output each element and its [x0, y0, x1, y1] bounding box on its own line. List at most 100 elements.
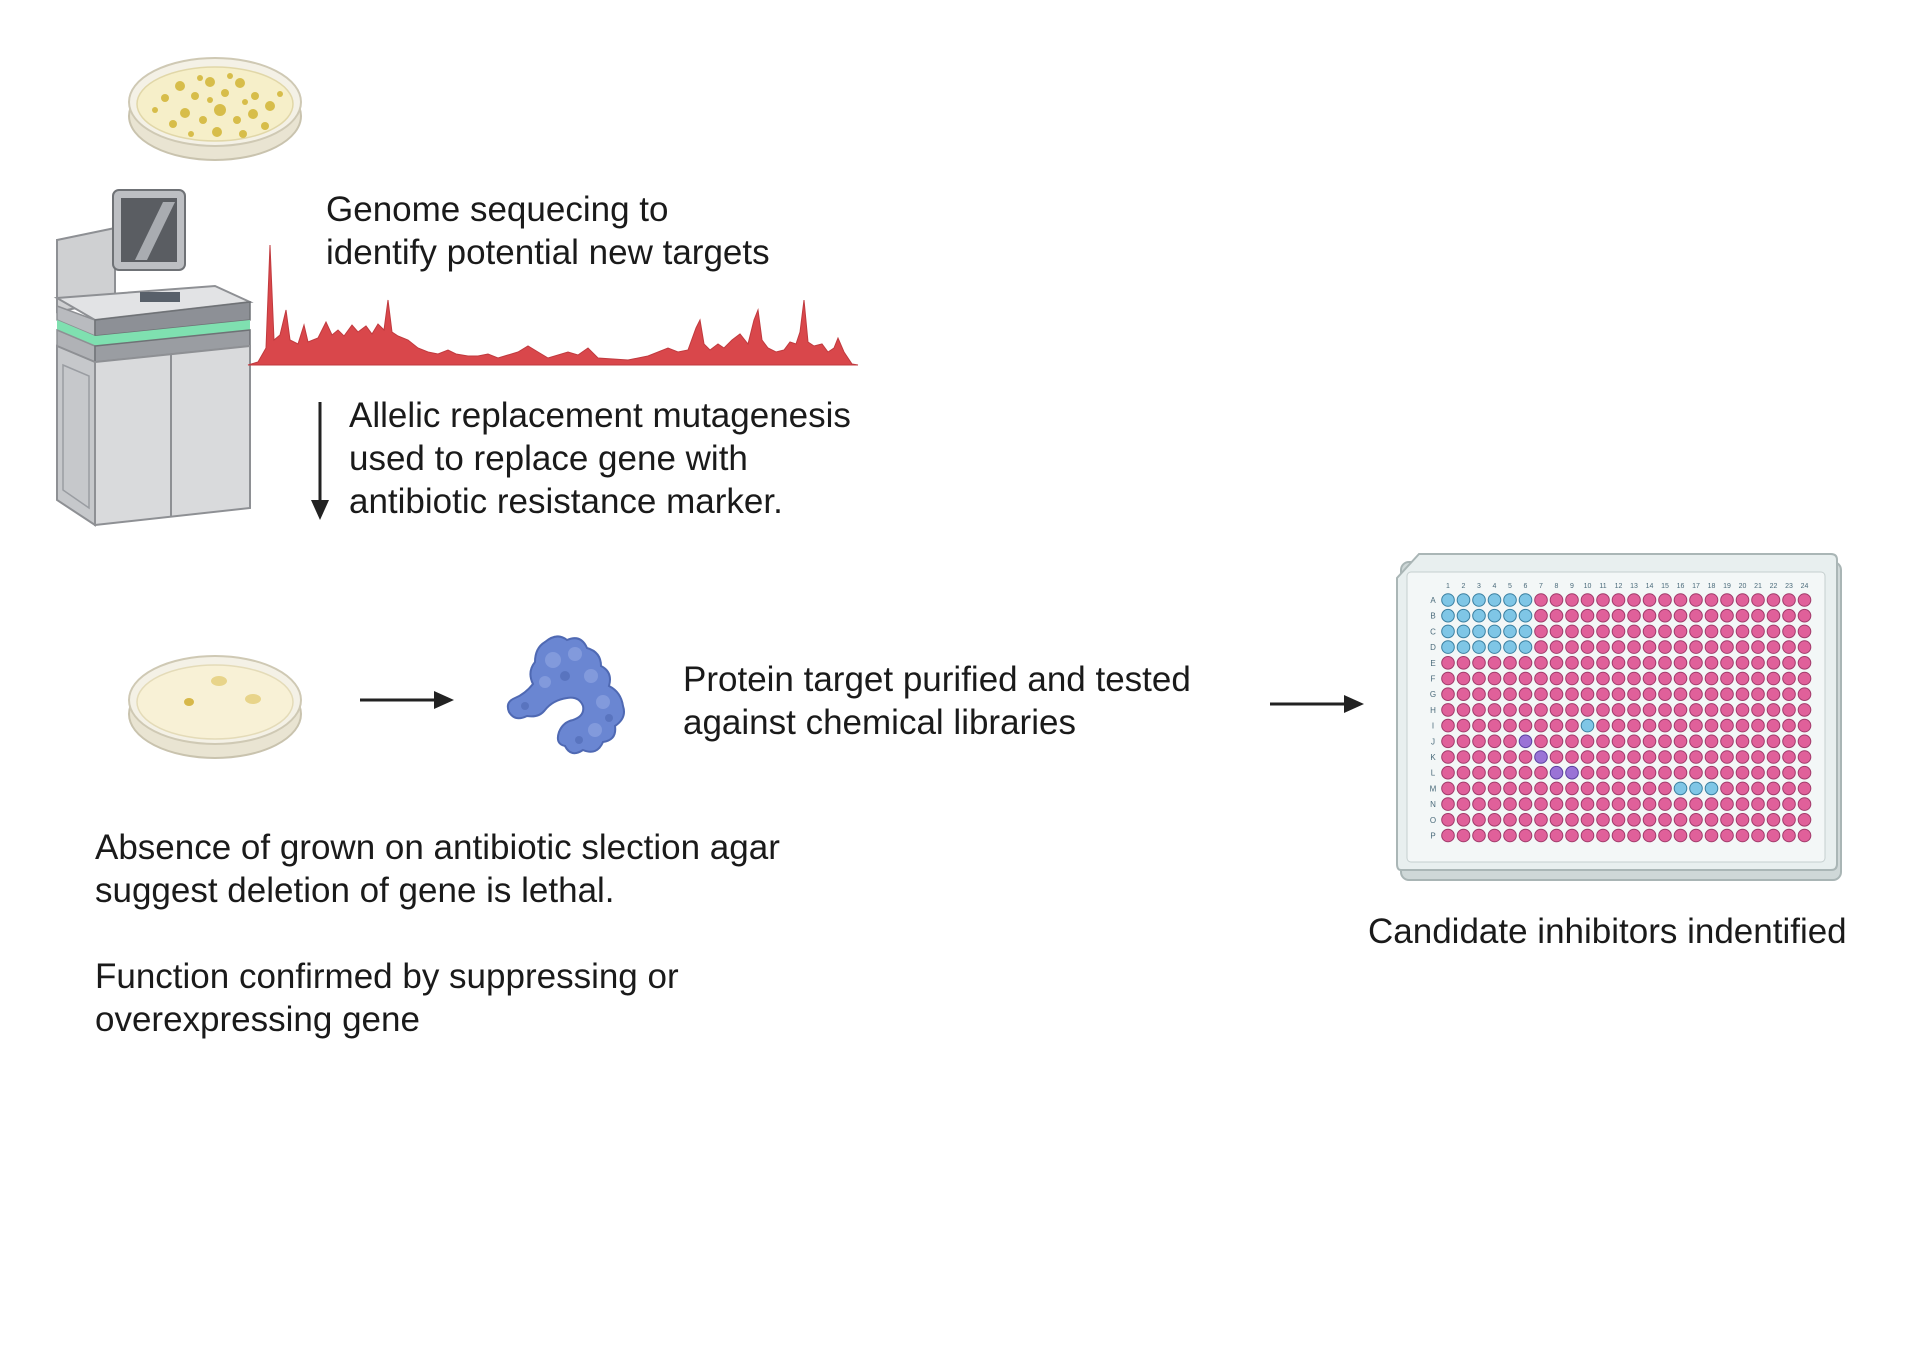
plate-well — [1456, 656, 1471, 670]
plate-well — [1689, 734, 1703, 749]
plate-well — [1658, 703, 1672, 717]
plate-well — [1689, 640, 1703, 654]
plate-well — [1751, 703, 1765, 717]
plate-well — [1456, 608, 1471, 623]
plate-well — [1611, 640, 1626, 654]
plate-well — [1456, 813, 1471, 827]
plate-column-label: 20 — [1739, 583, 1747, 590]
plate-well — [1580, 718, 1595, 733]
plate-well — [1565, 640, 1579, 654]
plate-well — [1751, 624, 1765, 639]
plate-well — [1658, 608, 1672, 623]
label-line: suggest deletion of gene is lethal. — [95, 871, 615, 910]
plate-well — [1534, 797, 1548, 811]
plate-well — [1689, 671, 1703, 686]
plate-well — [1549, 813, 1564, 827]
plate-well — [1549, 671, 1564, 686]
plate-column-label: 18 — [1708, 583, 1716, 590]
label-line: Candidate inhibitors indentified — [1368, 912, 1847, 951]
plate-well — [1642, 608, 1657, 623]
plate-well — [1456, 765, 1471, 780]
plate-well — [1735, 828, 1750, 843]
plate-well — [1580, 813, 1595, 827]
plate-well — [1441, 765, 1455, 780]
plate-column-label: 11 — [1599, 583, 1606, 590]
plate-well — [1503, 765, 1517, 780]
plate-column-label: 6 — [1524, 583, 1528, 590]
plate-well — [1534, 624, 1548, 639]
plate-well — [1472, 640, 1486, 654]
plate-well — [1797, 703, 1812, 717]
plate-well — [1782, 671, 1796, 686]
plate-well — [1689, 718, 1703, 733]
plate-well — [1627, 813, 1641, 827]
label-line: against chemical libraries — [683, 703, 1076, 742]
plate-well — [1673, 640, 1688, 654]
plate-well — [1658, 718, 1672, 733]
plate-well — [1611, 656, 1626, 670]
plate-well — [1642, 781, 1657, 796]
plate-well — [1549, 718, 1564, 733]
plate-well — [1751, 671, 1765, 686]
plate-well — [1472, 765, 1486, 780]
plate-well — [1751, 797, 1765, 811]
plate-column-label: 10 — [1584, 583, 1592, 590]
plate-well — [1534, 781, 1548, 796]
plate-well — [1782, 828, 1796, 843]
plate-row-label: N — [1430, 800, 1436, 809]
plate-well — [1642, 797, 1657, 811]
plate-well — [1487, 640, 1502, 654]
plate-well — [1751, 813, 1765, 827]
plate-well — [1487, 593, 1502, 607]
plate-well — [1689, 703, 1703, 717]
plate-well — [1673, 624, 1688, 639]
plate-row-label: I — [1432, 722, 1434, 731]
plate-column-label: 8 — [1555, 583, 1559, 590]
plate-row-label: M — [1430, 784, 1437, 793]
plate-well — [1689, 593, 1703, 607]
plate-well — [1518, 765, 1533, 780]
plate-well — [1518, 750, 1533, 764]
plate-well — [1658, 593, 1672, 607]
plate-well — [1766, 593, 1781, 607]
plate-well — [1596, 593, 1610, 607]
plate-well — [1580, 828, 1595, 843]
plate-well — [1766, 608, 1781, 623]
plate-well — [1472, 608, 1486, 623]
absence-label: Absence of grown on antibiotic slection … — [95, 826, 780, 912]
plate-well — [1704, 797, 1719, 811]
plate-well — [1518, 687, 1533, 701]
plate-well — [1441, 593, 1455, 607]
plate-well — [1735, 765, 1750, 780]
plate-well — [1673, 656, 1688, 670]
plate-well — [1720, 750, 1734, 764]
plate-well — [1596, 703, 1610, 717]
label-line: identify potential new targets — [326, 233, 770, 272]
plate-row-label: B — [1430, 612, 1435, 621]
plate-well — [1441, 640, 1455, 654]
label-line: overexpressing gene — [95, 1000, 420, 1039]
plate-well — [1580, 687, 1595, 701]
plate-well — [1534, 718, 1548, 733]
plate-well — [1487, 624, 1502, 639]
plate-well — [1673, 593, 1688, 607]
plate-well — [1596, 797, 1610, 811]
plate-well — [1503, 797, 1517, 811]
plate-well — [1782, 608, 1796, 623]
plate-well — [1751, 750, 1765, 764]
mutagenesis-label: Allelic replacement mutagenesis used to … — [349, 394, 851, 523]
plate-well — [1782, 640, 1796, 654]
plate-well — [1456, 797, 1471, 811]
plate-well — [1487, 656, 1502, 670]
plate-row-label: J — [1431, 737, 1435, 746]
plate-well — [1673, 813, 1688, 827]
plate-well — [1549, 765, 1564, 780]
plate-well — [1596, 765, 1610, 780]
plate-well — [1549, 828, 1564, 843]
plate-well — [1611, 813, 1626, 827]
plate-well — [1673, 797, 1688, 811]
plate-well — [1735, 687, 1750, 701]
plate-well — [1766, 718, 1781, 733]
plate-well — [1565, 593, 1579, 607]
plate-well — [1720, 656, 1734, 670]
